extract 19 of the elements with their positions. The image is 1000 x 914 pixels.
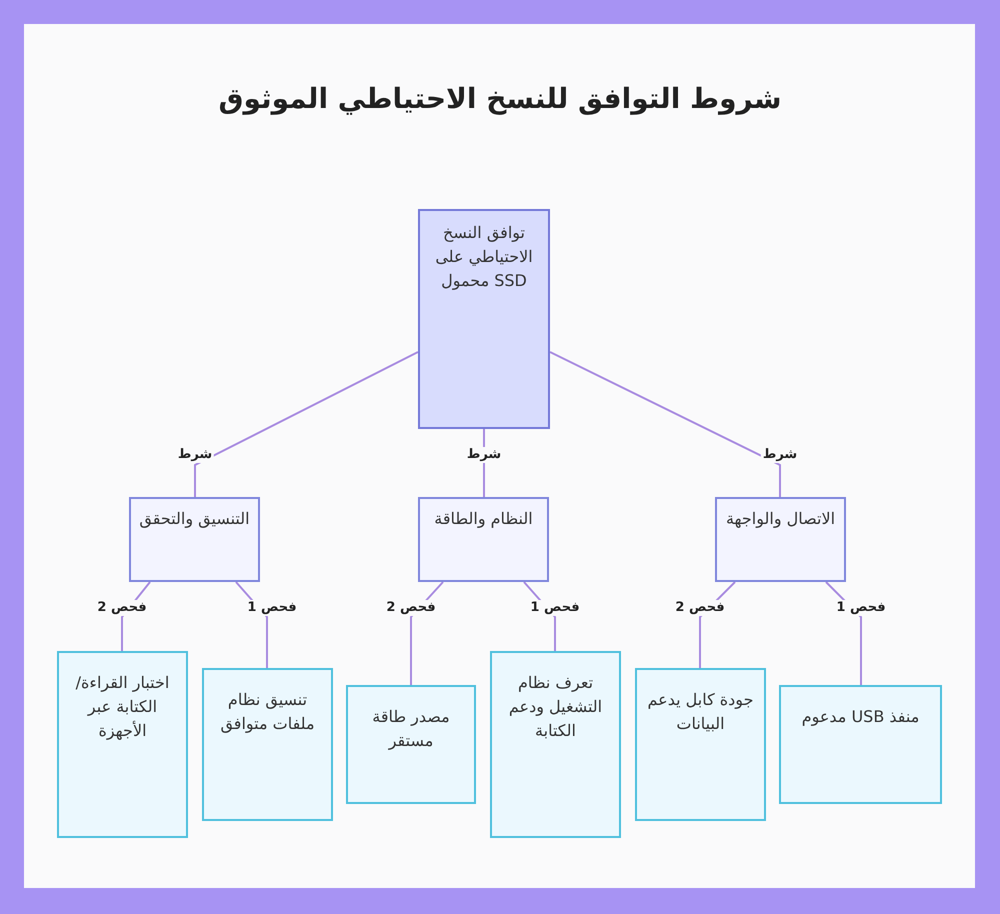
category-box: الاتصال والواجهة: [715, 497, 846, 582]
check-box: تنسيق نظام ملفات متوافق: [202, 668, 333, 821]
edge-label: فحص 2: [95, 600, 149, 616]
check-box: جودة كابل يدعم البيانات: [635, 668, 766, 821]
edge-label: شرط: [176, 447, 214, 463]
category-box: التنسيق والتحقق: [129, 497, 260, 582]
diagram-title: شروط التوافق للنسخ الاحتياطي الموثوق: [218, 81, 782, 117]
edge-label: شرط: [760, 447, 800, 463]
check-box: اختبار القراءة/ الكتابة عبر الأجهزة: [57, 651, 188, 838]
edge-label: شرط: [464, 447, 504, 463]
category-box: النظام والطاقة: [418, 497, 549, 582]
edge-label: فحص 2: [384, 600, 438, 616]
root-box: توافق النسخ الاحتياطي على SSD محمول: [418, 209, 550, 429]
edge-label: فحص 2: [673, 600, 727, 616]
check-box: مصدر طاقة مستقر: [346, 685, 476, 804]
connector-line: [550, 351, 781, 497]
check-box: تعرف نظام التشغيل ودعم الكتابة: [490, 651, 621, 838]
connector-line: [194, 351, 418, 497]
check-box: منفذ USB مدعوم: [779, 685, 942, 804]
